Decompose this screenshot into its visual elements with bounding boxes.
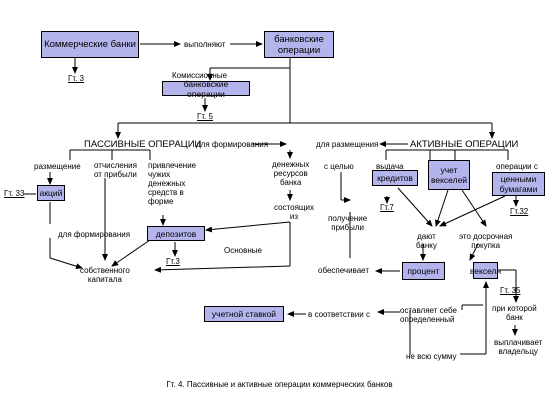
commission-label: Комиссионные — [172, 71, 228, 80]
for-placement-label: для размещения — [316, 140, 379, 149]
at-which-line-1: при которой — [492, 304, 537, 313]
ensures-label: обеспечивает — [318, 266, 369, 275]
ref-link-1[interactable]: Гт. 3 — [68, 74, 85, 83]
pays-line-1: выплачивает — [494, 338, 543, 347]
pays-line-2: владельцу — [498, 347, 538, 356]
attract-line-5: форме — [148, 197, 174, 206]
commercial-banks-box: Коммерческие банки — [41, 31, 139, 58]
passive-operations-label: ПАССИВНЫЕ ОПЕРАЦИИ — [84, 139, 202, 150]
profit-line-2: прибыли — [331, 223, 364, 232]
profit-label: получение прибыли — [328, 214, 367, 232]
early-line-1: это досрочная — [459, 232, 513, 241]
money-line-2: ресурсов — [273, 169, 308, 178]
bill-box: векселя — [470, 262, 501, 279]
bills-accounting-box: учет векселей — [428, 160, 470, 190]
money-line-1: денежных — [272, 160, 310, 169]
attract-funds-label: привлечение чужих денежных средств в фор… — [148, 161, 196, 206]
money-resources-label: денежных ресурсов банка — [272, 160, 309, 187]
ref-link-2[interactable]: Гт. 5 — [197, 112, 214, 121]
own-capital-line-2: капитала — [87, 275, 122, 284]
deductions-line-2: от прибыли — [94, 170, 137, 179]
active-operations-label: АКТИВНЫЕ ОПЕРАЦИИ — [410, 139, 519, 150]
securities-box: ценными бумагами — [492, 172, 545, 196]
early-line-2: покупка — [471, 241, 501, 250]
ops-with-label: операции с — [496, 162, 538, 171]
keeps-line-1: оставляет себе — [400, 306, 457, 315]
consist-line-2: из — [289, 212, 299, 221]
issue-label: выдача — [376, 162, 404, 171]
not-whole-sum-label: не всю сумму — [406, 352, 457, 361]
at-which-bank-label: при которой банк — [492, 304, 537, 322]
placement-label: размещение — [34, 162, 81, 171]
bank-operations-box: банковские операции — [264, 31, 334, 58]
deductions-label: отчисления от прибыли — [94, 161, 137, 179]
money-line-3: банка — [280, 178, 302, 187]
percent-box: процент — [402, 262, 445, 280]
deductions-line-1: отчисления — [94, 161, 137, 170]
deposits-box: депозитов — [147, 226, 205, 241]
figure-caption: Гт. 4. Пассивные и активные операции ком… — [166, 380, 393, 389]
give-bank-line-2: банку — [416, 241, 437, 250]
attract-line-3: денежных — [148, 179, 186, 188]
keeps-label: оставляет себе определенный — [400, 306, 457, 324]
performs-label: выполняют — [184, 40, 226, 49]
accordance-label: в соответствии с — [308, 310, 370, 319]
commission-operations-box: банковские операции — [162, 79, 250, 99]
own-capital-label: собственного капитала — [80, 266, 130, 284]
attract-line-4: средств в — [148, 188, 184, 197]
attract-line-1: привлечение — [148, 161, 197, 170]
consisting-label: состоящих из — [274, 203, 314, 221]
attract-line-2: чужих — [148, 170, 171, 179]
ref-link-5[interactable]: Гт.7 — [380, 203, 394, 212]
keeps-line-2: определенный — [400, 315, 455, 324]
ref-link-3[interactable]: Гт. 33 — [4, 189, 25, 198]
ref-link-7[interactable]: Гт. 35 — [500, 286, 521, 295]
ref-link-6[interactable]: Гт.32 — [510, 207, 529, 216]
aim-label: с целью — [324, 162, 354, 171]
credits-box: кредитов — [372, 170, 418, 186]
early-purchase-label: это досрочная покупка — [459, 232, 512, 250]
give-bank-line-1: дают — [417, 232, 436, 241]
for-forming-top-label: для формирования — [196, 140, 269, 149]
at-which-line-2: банк — [505, 313, 523, 322]
pays-owner-label: выплачивает владельцу — [494, 338, 542, 356]
own-capital-line-1: собственного — [80, 266, 130, 275]
give-bank-label: дают банку — [416, 232, 437, 250]
for-forming-label: для формирования — [58, 230, 131, 239]
discount-rate-box: учетной ставкой — [204, 306, 284, 322]
shares-box: акций — [37, 185, 65, 201]
ref-link-4[interactable]: Гт.3 — [166, 257, 180, 266]
main-label: Основные — [224, 246, 262, 255]
consist-line-1: состоящих — [274, 203, 314, 212]
profit-line-1: получение — [328, 214, 368, 223]
